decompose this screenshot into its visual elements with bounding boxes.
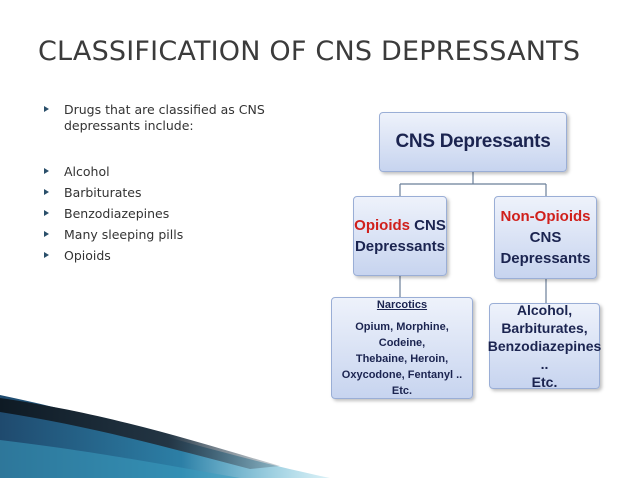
bullet-intro: Drugs that are classified as CNS depress… [44,102,324,134]
bullet-list: Drugs that are classified as CNS depress… [44,102,324,269]
bullet-text: Many sleeping pills [64,227,184,242]
node-line: CNS [529,229,562,246]
bullet-text: Opioids [64,248,111,263]
node-highlight: Opioids [354,217,410,234]
node-cns-depressants: CNS Depressants [379,112,567,172]
node-line: Depressants [500,250,591,267]
bullet-item: Alcohol [44,164,324,180]
node-highlight: Non-Opioids [500,208,591,225]
node-line: Opium, Morphine, Codeine, [355,321,449,349]
node-non-opioids: Non-Opioids CNS Depressants [494,196,597,279]
node-heading: Narcotics [376,299,428,311]
bullet-arrow-icon [44,189,49,195]
bullet-text: Benzodiazepines [64,206,170,221]
bullet-arrow-icon [44,106,49,112]
node-line: Etc. [531,374,558,390]
bullet-arrow-icon [44,210,49,216]
node-other-depressants: Alcohol, Barbiturates, Benzodiazepines .… [487,302,602,390]
node-line: Depressants [354,238,446,255]
bullet-item: Opioids [44,248,324,264]
page-title: CLASSIFICATION OF CNS DEPRESSANTS [38,36,581,67]
bullet-text: Drugs that are classified as CNS depress… [64,102,265,133]
bullet-text: Alcohol [64,164,110,179]
node-line: Barbiturates, [501,320,588,336]
node-label: CNS Depressants [395,131,551,152]
bullet-arrow-icon [44,168,49,174]
bullet-item: Many sleeping pills [44,227,324,243]
node-opioids: Opioids CNS Depressants [353,196,447,276]
bullet-arrow-icon [44,252,49,258]
bullet-item: Benzodiazepines [44,206,324,222]
node-narcotics: Narcotics Opium, Morphine, Codeine, Theb… [331,297,473,399]
node-line: Alcohol, [516,302,573,318]
node-line: Benzodiazepines .. [487,338,602,372]
bullet-item: Barbiturates [44,185,324,201]
bullet-arrow-icon [44,231,49,237]
node-label: CNS [410,217,446,234]
bullet-text: Barbiturates [64,185,142,200]
node-line: Thebaine, Heroin, [355,353,449,365]
node-line: Opioids CNS [354,215,446,236]
node-line: Oxycodone, Fentanyl .. Etc. [341,369,463,397]
